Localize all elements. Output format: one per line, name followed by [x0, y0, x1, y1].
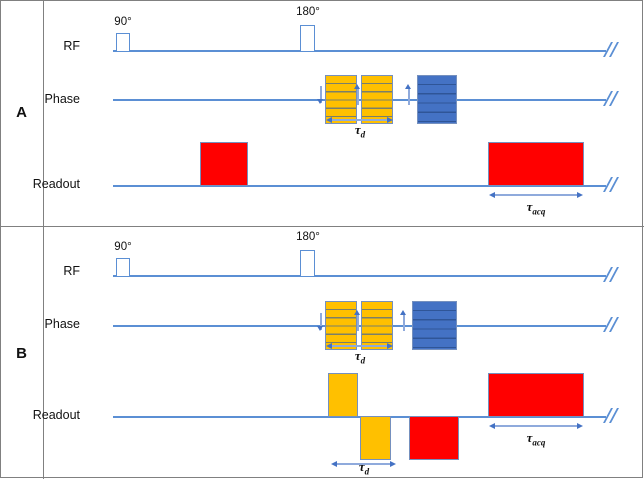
panel-a-rf-pulse-90 — [116, 33, 130, 51]
panel-b-readout-acquire-block — [488, 373, 584, 417]
panel-b-readout-bipolar-negative-block — [360, 416, 391, 460]
panel-a-tau-d-arrow — [326, 116, 393, 123]
panel-a-readout-break-icon — [603, 177, 620, 193]
panel-letter-divider — [43, 0, 44, 479]
panel-a-phase-tick-3 — [408, 88, 410, 105]
panel-b-rf-axis — [113, 275, 606, 277]
panel-a-phase-axis — [113, 99, 606, 101]
panel-b-tau-d-readout-label: τd — [358, 459, 370, 477]
panel-b-readout-dephase-block — [409, 416, 459, 460]
panel-b-letter: B — [16, 345, 27, 362]
panel-a-phase-label: Phase — [44, 92, 80, 106]
panel-b-phase-tick-2-arrow-icon — [354, 310, 360, 315]
panel-a-phase-rewind-block — [417, 75, 457, 124]
panel-b-rf-pulse-90 — [116, 258, 130, 276]
panel-a-readout-dephase-block — [200, 142, 248, 186]
panel-b-rf-break-icon — [603, 267, 620, 283]
panel-b-phase-label: Phase — [44, 317, 80, 331]
panel-a-rf-pulse-180 — [300, 25, 315, 51]
panel-b-phase-tick-3-arrow-icon — [400, 310, 406, 315]
panel-a-rf-pulse-90-label: 90° — [114, 16, 132, 28]
panel-a-tau-d-label: τd — [354, 122, 366, 140]
panel-b-rf-label: RF — [63, 264, 80, 278]
panel-b-tau-d-readout-arrow — [331, 460, 396, 467]
panel-b-readout-bipolar-positive-block — [328, 373, 358, 417]
panel-b-tau-acq-arrow — [489, 422, 583, 429]
panel-a-b-divider — [0, 226, 644, 227]
panel-b-phase-tick-3 — [403, 314, 405, 331]
panel-a-tau-acq-label: τacq — [526, 199, 546, 217]
panel-b-rf-pulse-180-label: 180° — [296, 231, 320, 243]
panel-a-phase-encode-block-2 — [361, 75, 393, 124]
panel-b-rf-pulse-180 — [300, 250, 315, 276]
panel-a-phase-tick-2-arrow-icon — [354, 84, 360, 89]
panel-b-phase-tick-2 — [357, 314, 359, 331]
panel-b-phase-encode-block-1 — [325, 301, 357, 350]
panel-b-phase-axis — [113, 325, 606, 327]
panel-a-readout-axis — [113, 185, 606, 187]
panel-a-rf-break-icon — [603, 42, 620, 58]
panel-a-rf-pulse-180-label: 180° — [296, 6, 320, 18]
panel-b-phase-tick-1 — [320, 313, 322, 330]
panel-b-readout-axis — [113, 416, 606, 418]
panel-b-phase-rewind-block — [412, 301, 457, 350]
panel-b-rf-pulse-90-label: 90° — [114, 241, 132, 253]
panel-b-tau-d-phase-arrow — [326, 342, 393, 349]
panel-a-tau-acq-arrow — [489, 191, 583, 198]
panel-b-tau-d-phase-label: τd — [354, 348, 366, 366]
panel-a-phase-encode-block-1 — [325, 75, 357, 124]
panel-b-phase-tick-1-arrow-icon — [317, 326, 323, 331]
panel-a-readout-acquire-block — [488, 142, 584, 186]
panel-a-rf-axis — [113, 50, 606, 52]
panel-b-tau-acq-label: τacq — [526, 430, 546, 448]
panel-a-readout-label: Readout — [32, 177, 80, 191]
panel-a-rf-label: RF — [63, 39, 80, 53]
panel-b-phase-encode-block-2 — [361, 301, 393, 350]
panel-a-phase-tick-3-arrow-icon — [405, 84, 411, 89]
panel-a-phase-tick-1-arrow-icon — [317, 99, 323, 104]
panel-b-readout-label: Readout — [32, 408, 80, 422]
panel-a-phase-tick-1 — [320, 86, 322, 103]
panel-b-phase-break-icon — [603, 317, 620, 333]
panel-b-readout-break-icon — [603, 408, 620, 424]
panel-a-phase-tick-2 — [357, 88, 359, 105]
panel-a-letter: A — [16, 104, 27, 121]
panel-a-phase-break-icon — [603, 91, 620, 107]
